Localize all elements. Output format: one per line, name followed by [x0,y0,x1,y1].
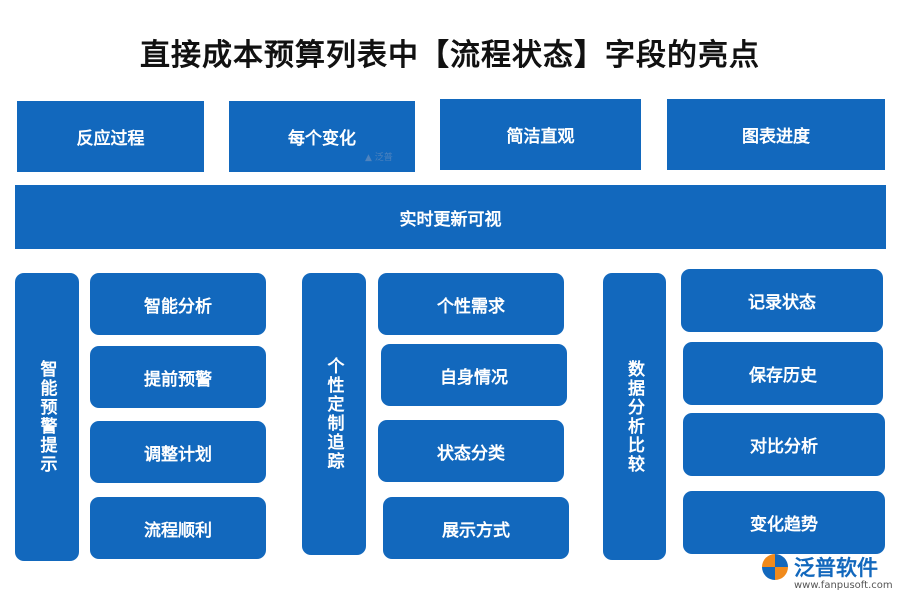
page-title: 直接成本预算列表中【流程状态】字段的亮点 [140,38,760,73]
group-3-item-1: 记录状态 [681,269,883,332]
group-2-item-1: 个性需求 [378,273,564,335]
group-header-2-label: 个性定制追踪 [323,357,344,471]
group-1-item-2: 提前预警 [90,346,266,408]
group-1-item-3: 调整计划 [90,421,266,483]
top-box-2: 每个变化 [229,101,415,172]
banner-box: 实时更新可视 [15,185,886,249]
group-header-3-label: 数据分析比较 [624,359,644,474]
group-1-item-4: 流程顺利 [90,497,266,559]
brand-url: www.fanpusoft.com [794,580,893,591]
brand-logo-icon [762,554,788,580]
group-3-item-3: 对比分析 [683,413,885,476]
group-3-item-2: 保存历史 [683,342,883,405]
brand-logo: 泛普软件 www.fanpusoft.com [762,552,893,591]
top-box-4: 图表进度 [667,99,885,170]
group-header-2: 个性定制追踪 [302,273,366,555]
group-2-item-4: 展示方式 [383,497,569,559]
group-1-item-1: 智能分析 [90,273,266,335]
group-2-item-3: 状态分类 [378,420,564,482]
top-box-1: 反应过程 [17,101,204,172]
group-header-1: 智能预警提示 [15,273,79,561]
top-box-3: 简洁直观 [440,99,641,170]
watermark-logo: ▲ 泛普 [365,153,393,163]
group-2-item-2: 自身情况 [381,344,567,406]
group-header-1-label: 智能预警提示 [36,360,57,474]
group-3-item-4: 变化趋势 [683,491,885,554]
group-header-3: 数据分析比较 [603,273,666,560]
brand-name: 泛普软件 [794,556,878,580]
